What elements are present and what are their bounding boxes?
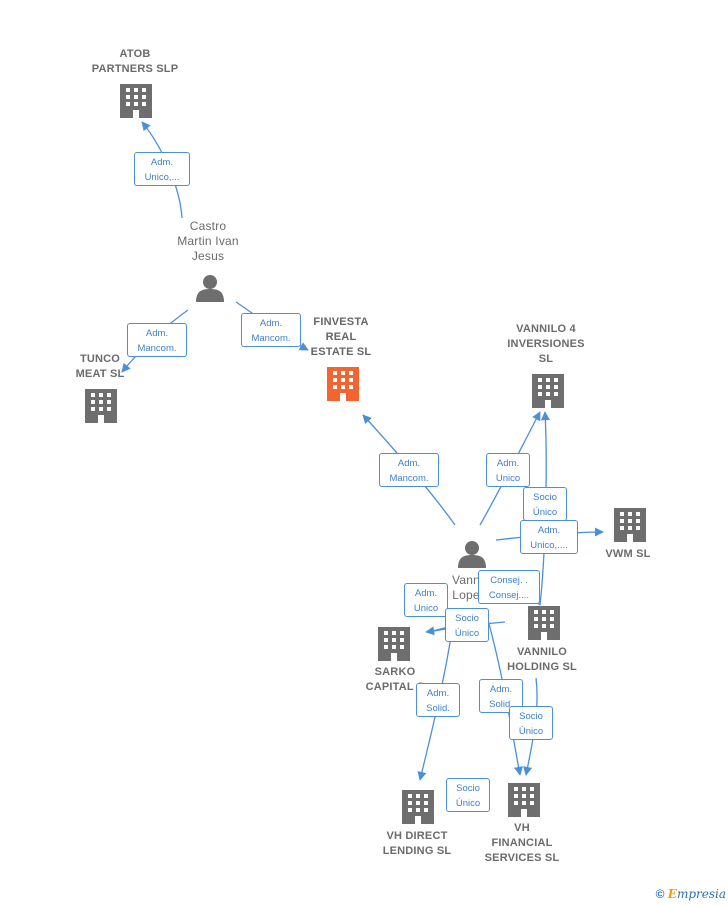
building-icon — [378, 627, 410, 661]
building-icon-focus — [327, 367, 359, 401]
edge-label[interactable]: Adm. Solid. — [416, 683, 460, 717]
edge-label[interactable]: Adm. Unico — [404, 583, 448, 617]
edge-label[interactable]: Adm. Mancom. — [379, 453, 439, 487]
node-vh-financial-label[interactable]: VH FINANCIAL SERVICES SL — [484, 822, 560, 864]
edge-label[interactable]: Adm. Unico — [486, 453, 530, 487]
node-vh-direct-label[interactable]: VH DIRECT LENDING SL — [382, 830, 452, 857]
node-castro-label[interactable]: Castro Martin Ivan Jesus — [177, 219, 239, 263]
edge-label[interactable]: Adm. Unico,... — [134, 152, 190, 186]
copyright-icon: © — [655, 887, 665, 901]
node-tunco-label[interactable]: TUNCO MEAT SL — [75, 353, 125, 380]
edge-label[interactable]: Adm. Unico,.... — [520, 520, 578, 554]
building-icon — [532, 374, 564, 408]
edge-label[interactable]: Adm. Mancom. — [241, 313, 301, 347]
building-icon — [508, 783, 540, 817]
edge-label[interactable]: Socio Único — [445, 608, 489, 642]
nodes-layer — [85, 84, 646, 824]
node-vwm-label[interactable]: VWM SL — [605, 548, 651, 560]
edge-label[interactable]: Socio Único — [523, 487, 567, 521]
person-icon — [196, 275, 224, 302]
edge-label[interactable]: Consej. . Consej.... — [478, 570, 540, 604]
node-vannilo-holding-label[interactable]: VANNILO HOLDING SL — [507, 646, 577, 673]
logo-first-letter: E — [667, 887, 677, 901]
person-icon — [458, 541, 486, 568]
edge-label[interactable]: Socio Único — [446, 778, 490, 812]
empresia-logo: © Empresia — [656, 887, 726, 901]
node-atob-label[interactable]: ATOB PARTNERS SLP — [91, 48, 179, 75]
building-icon — [614, 508, 646, 542]
logo-text: mpresia — [676, 887, 726, 901]
building-icon — [402, 790, 434, 824]
node-finvesta-label[interactable]: FINVESTA REAL ESTATE SL — [310, 316, 372, 358]
building-icon — [85, 389, 117, 423]
node-vannilo4-label[interactable]: VANNILO 4 INVERSIONES SL — [507, 323, 585, 365]
edge-label[interactable]: Adm. Mancom. — [127, 323, 187, 357]
edge-label[interactable]: Socio Único — [509, 706, 553, 740]
building-icon — [528, 606, 560, 640]
building-icon — [120, 84, 152, 118]
